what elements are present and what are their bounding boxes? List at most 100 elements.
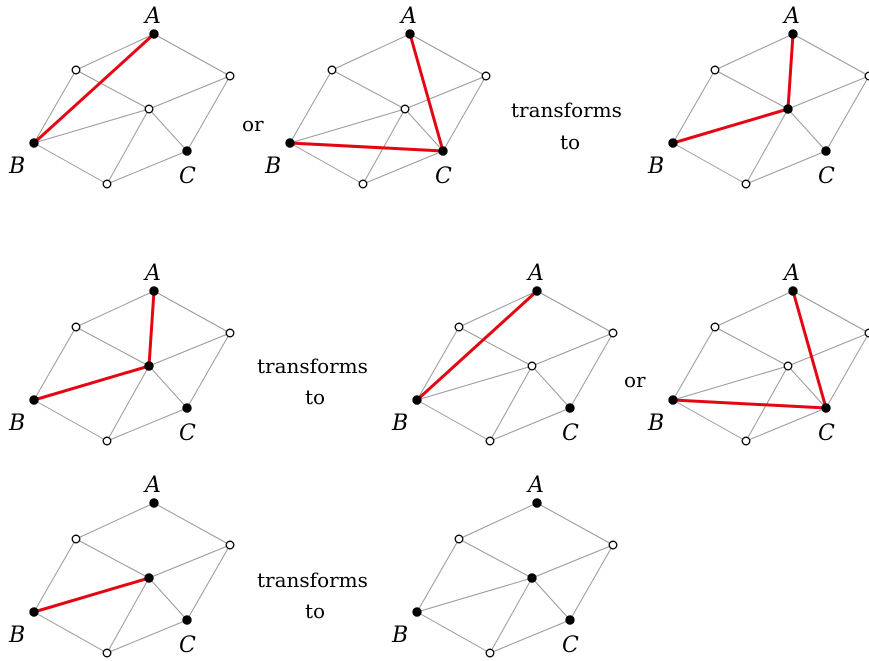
edge-line [787,75,869,110]
to-text-row3: to [305,599,325,623]
filled-vertex [149,286,159,296]
edge-line [458,538,533,579]
hollow-vertex [485,436,495,446]
edge-line [458,326,533,367]
filled-vertex [412,607,422,617]
filled-vertex [149,29,159,39]
vertex-label-a: A [143,473,161,498]
transforms-text-row2: transforms [257,354,368,378]
to-text-row2: to [305,385,325,409]
highlight-edge [408,32,445,153]
highlight-edge [32,364,151,402]
vertex-label-b: B [647,411,664,436]
edge-line [106,577,150,654]
edge-line [569,332,614,409]
edge-line [75,69,150,110]
edge-line [75,33,155,71]
filled-vertex [668,395,678,405]
vertex-label-c: C [818,164,835,189]
edge-line [148,332,231,367]
hollow-vertex [710,65,720,75]
edge-line [416,538,460,613]
hollow-vertex [400,104,410,114]
filled-vertex [149,498,159,508]
edge-line [106,365,150,442]
edge-line [153,33,231,77]
vertex-label-c: C [818,421,835,446]
hollow-vertex [741,179,751,189]
edge-line [787,332,869,367]
edge-line [33,538,77,613]
edge-line [404,75,487,110]
edge-line [536,290,614,334]
hollow-vertex [71,65,81,75]
vertex-label-c: C [562,421,579,446]
vertex-label-a: A [399,4,417,29]
to-text-row1: to [560,130,580,154]
highlight-edge [671,398,828,410]
edge-line [458,290,538,328]
edge-line [106,619,188,654]
vertex-label-a: A [526,473,544,498]
filled-vertex [144,361,154,371]
edge-line [672,399,747,442]
edge-line [458,502,538,540]
edge-line [714,33,794,71]
hollow-vertex [102,179,112,189]
filled-vertex [821,146,831,156]
edge-line [186,544,231,621]
hollow-vertex [485,648,495,658]
hollow-vertex [608,328,618,338]
edge-line [536,502,614,546]
filled-vertex [285,138,295,148]
filled-vertex [29,607,39,617]
edge-line [442,75,487,152]
filled-vertex [29,395,39,405]
edge-line [714,326,789,367]
highlight-edge [32,576,151,614]
edge-line [672,142,747,185]
edge-line [33,611,108,654]
hollow-vertex [864,71,869,81]
edge-line [745,407,827,442]
edge-line [75,538,150,579]
hollow-vertex [864,328,869,338]
edge-line [289,69,333,144]
edge-line [289,142,364,185]
edge-line [186,75,231,152]
filled-vertex [527,573,537,583]
edge-line [825,332,869,409]
edge-line [148,365,188,409]
hollow-vertex [225,328,235,338]
edge-line [489,407,571,442]
hollow-vertex [102,436,112,446]
edge-line [106,407,188,442]
hollow-vertex [481,71,491,81]
vertex-label-c: C [179,421,196,446]
edge-line [714,69,789,110]
edge-line [362,150,444,185]
edge-line [714,290,794,328]
filled-vertex [144,573,154,583]
edge-line [153,290,231,334]
edge-line [416,577,533,613]
filled-vertex [783,104,793,114]
edge-line [792,290,869,334]
edge-line [745,150,827,185]
vertex-label-c: C [562,633,579,658]
filled-vertex [405,29,415,39]
edge-line [489,619,571,654]
edge-line [33,69,77,144]
vertex-label-b: B [647,154,664,179]
filled-vertex [29,138,39,148]
edge-line [825,75,869,152]
edge-line [33,399,108,442]
edge-line [416,611,491,654]
highlight-edge [671,107,790,145]
filled-vertex [182,615,192,625]
edge-line [106,150,188,185]
